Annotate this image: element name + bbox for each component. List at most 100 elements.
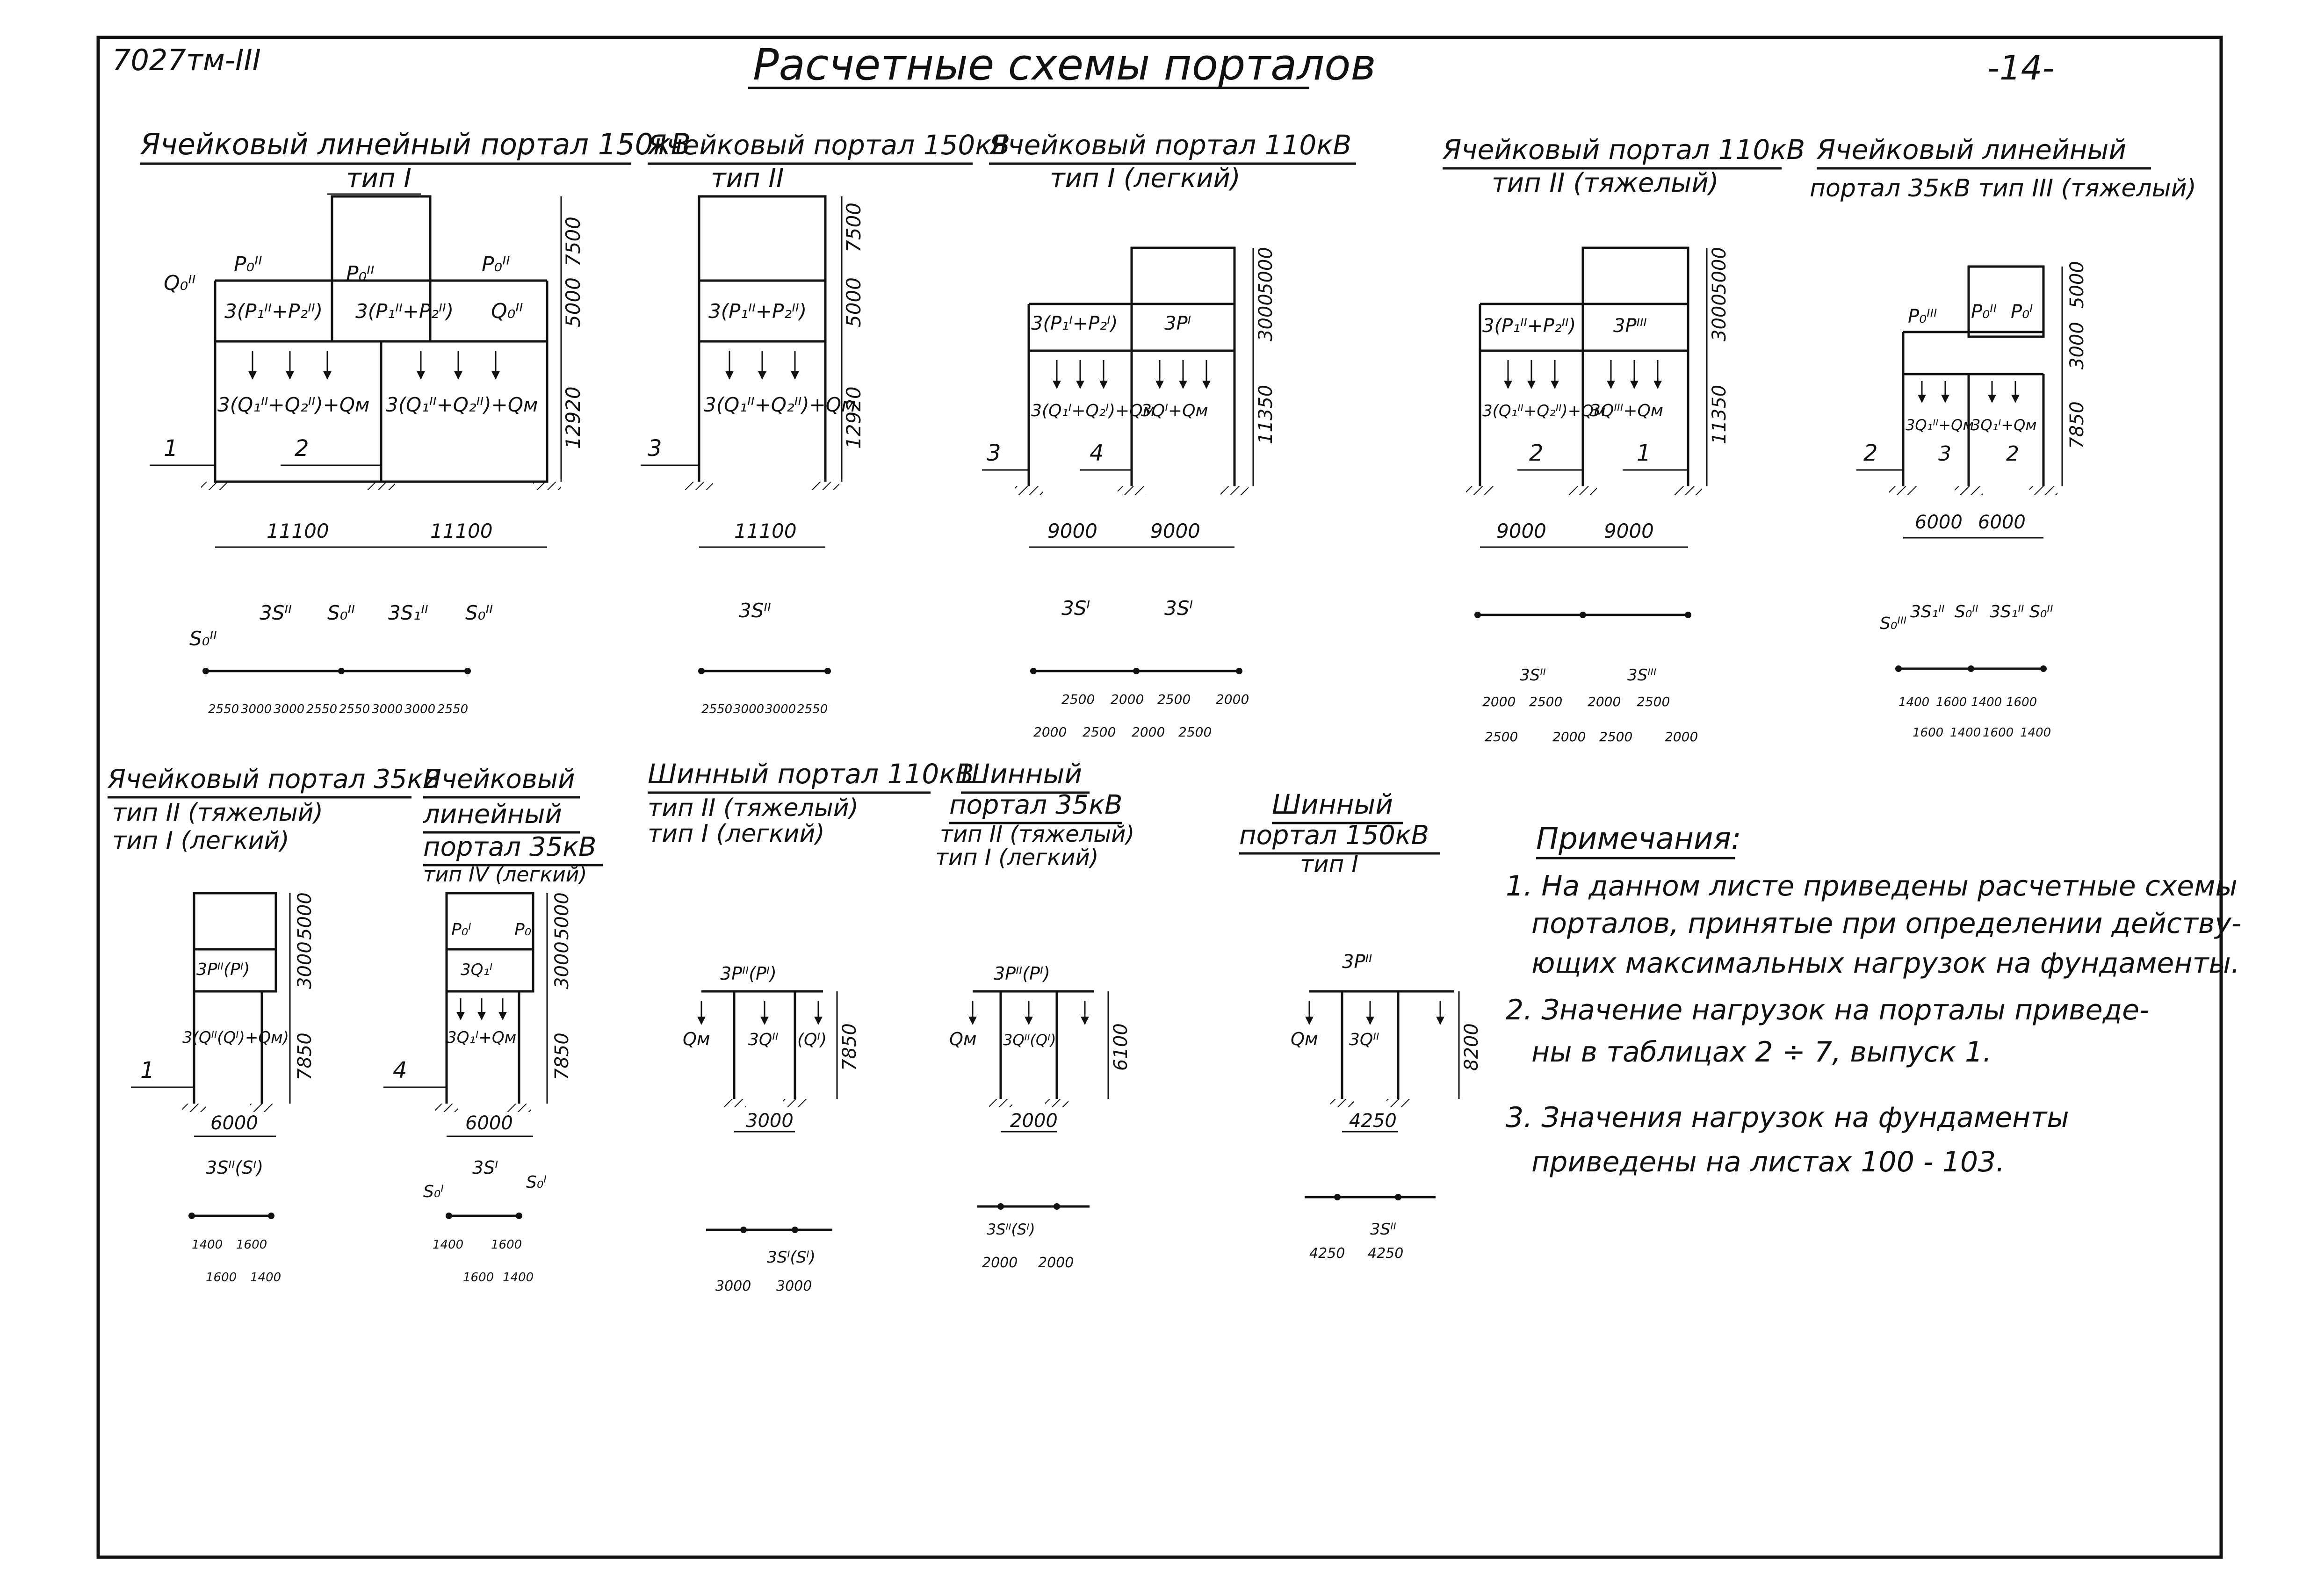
note-1-line-1: 1. На данном листе приведены расчетные с… [1506,870,2238,903]
label-load-top-b: 3Pᴵ [1164,313,1191,334]
dim-w2: 6000 [1978,512,2026,533]
dim-h1: 5000 [1709,247,1730,295]
scheme-subtitle: тип II (тяжелый) [648,794,859,822]
dim-h1: 7500 [842,202,865,253]
beam-span: 2000 [1111,692,1144,707]
label-load-top-a: 3(P₁ᴵᴵ+P₂ᴵᴵ) [1482,315,1576,337]
dim-w2: 11100 [430,520,493,542]
beam-span: 1600 [1936,695,1967,709]
beam-group: 3Sᴵ(Sᴵ) [767,1248,816,1267]
dim-w1: 6000 [210,1112,258,1134]
beam-span: 2000 [1132,724,1165,740]
label-p-b: P₀ᴵᴵ [1971,301,1997,323]
mark-1: 1 [164,435,178,462]
beam-span: 3000 [715,1278,751,1294]
mark-2: 2 [1863,440,1878,466]
beam-span: 3000 [241,702,272,716]
dim-h3: 7850 [2066,401,2088,449]
beam-group-2: 3Sᴵ [1164,597,1193,620]
dim-w1: 2000 [1010,1110,1058,1132]
beam-span: 2500 [1529,694,1562,709]
scheme-title: Шинный [961,758,1082,790]
label-load-bot-b: 3Qᴵᴵᴵ+Qм [1590,401,1663,420]
beam-group: 3Sᴵᴵ(Sᴵ) [206,1157,263,1178]
scheme-title: Ячейковый портал 110кВ [989,129,1351,161]
beam-span: 2550 [701,702,732,716]
notes-block: Примечания: 1. На данном листе приведены… [1506,822,2241,1178]
dim-w1: 9000 [1496,520,1546,542]
dim-h1: 5000 [551,892,573,940]
note-1-line-2: порталов, принятые при определении дейст… [1531,907,2241,940]
beam-group: 3Sᴵ [472,1157,498,1178]
dim-h2: 3000 [294,941,316,989]
label-load-bot-a: 3(Q₁ᴵᴵ+Q₂ᴵᴵ)+Qм [217,393,370,416]
scheme-cell-portal-35kv: Ячейковый портал 35кВ тип II (тяжелый) т… [107,764,441,1285]
label-load-top-a: 3(P₁ᴵᴵ+P₂ᴵᴵ) [224,300,323,323]
dim-h1: 5000 [294,892,316,940]
beam-group-1: 3S₁ᴵᴵ [1910,602,1945,621]
dim-h2: 5000 [562,277,585,327]
beam-span: 3000 [372,702,403,716]
mark-4: 4 [1090,440,1104,466]
scheme-bus-portal-110kv: Шинный портал 110кВ тип II (тяжелый) тип… [648,758,974,1294]
dim-h1: 8200 [1461,1023,1482,1071]
scheme-title-2: портал 150кВ [1239,820,1429,851]
mark-2: 2 [1529,440,1544,466]
beam-span: 2000 [1665,729,1698,744]
beam-group-1: 3Sᴵ [1061,597,1090,620]
sheet-title: Расчетные схемы порталов [753,40,1376,90]
beam-group-2: 3S₁ᴵᴵ [1990,602,2024,621]
scheme-subtitle: тип II [711,163,784,194]
dim-h3: 12920 [842,386,865,449]
beam-span: 2550 [306,702,337,716]
beam-span: 1400 [1899,695,1929,709]
scheme-subtitle: портал 35кВ тип III (тяжелый) [1810,174,2196,202]
dim-h2: 3000 [551,941,573,989]
mark-1: 1 [1637,440,1651,466]
scheme-title: Ячейковый линейный [1816,134,2126,166]
beam-span: 1600 [236,1238,267,1252]
beam-s-right: S₀ᴵ [526,1173,547,1192]
label-load-top-b: 3(P₁ᴵᴵ+P₂ᴵᴵ) [355,300,454,323]
note-3-line-1: 3. Значения нагрузок на фундаменты [1506,1101,2069,1134]
label-p-left: P₀ᴵᴵ [234,253,262,276]
beam-span: 1600 [2006,695,2037,709]
scheme-title: Шинный портал 110кВ [648,758,974,790]
dim-w1: 11100 [267,520,329,542]
scheme-subtitle-2: тип I (легкий) [112,827,289,855]
beam-s-mid: S₀ᴵᴵ [327,601,355,624]
beam-span: 2500 [1637,694,1670,709]
scheme-cell-portal-110kv-type1: Ячейковый портал 110кВ тип I (легкий) 3(… [982,129,1356,740]
beam-span: 3000 [733,702,764,716]
scheme-cell-line-portal-35kv-type3: Ячейковый линейный портал 35кВ тип III (… [1810,134,2196,740]
scheme-subtitle: тип IV (легкий) [423,863,587,887]
label-load-top-a: 3(P₁ᴵ+P₂ᴵ) [1031,313,1118,334]
beam-span: 2500 [1083,724,1116,740]
beam-s-left: S₀ᴵ [423,1182,444,1201]
beam-group: 3Sᴵᴵ [1370,1220,1396,1239]
scheme-title: Шинный [1272,788,1393,820]
beam-span: 2000 [1552,729,1586,744]
label-load-top: 3Pᴵᴵ(Pᴵ) [196,960,250,979]
dim-h1: 5000 [2066,261,2088,309]
beam-span: 1400 [2020,726,2051,740]
beam-span: 1400 [503,1271,534,1285]
dim-h2: 3000 [2066,322,2088,369]
label-p-c: P₀ᴵ [2011,301,2033,323]
beam-s-right: S₀ᴵᴵ [2029,602,2053,621]
beam-span: 1400 [250,1271,281,1285]
scheme-subtitle-2: тип I (легкий) [648,820,825,848]
label-load-bot-b: 3Q₁ᴵ+Qм [1971,416,2036,434]
label-load-bot: 3(Qᴵᴵ(Qᴵ)+Qм) [182,1028,289,1047]
scheme-cell-portal-110kv-type2: Ячейковый портал 110кВ тип II (тяжелый) … [1442,134,1805,744]
beam-group: 3Sᴵᴵ(Sᴵ) [987,1220,1035,1238]
beam-span: 2500 [1599,729,1632,744]
label-load-top: 3Pᴵᴵ(Pᴵ) [720,963,777,984]
mark-3: 3 [648,435,662,462]
beam-span: 2500 [1061,692,1095,707]
beam-span: 2000 [1216,692,1249,707]
beam-group-1: 3Sᴵᴵ [1520,666,1546,685]
scheme-title: Ячейковый портал 150кВ [647,129,1010,161]
beam-span: 1400 [1950,726,1981,740]
